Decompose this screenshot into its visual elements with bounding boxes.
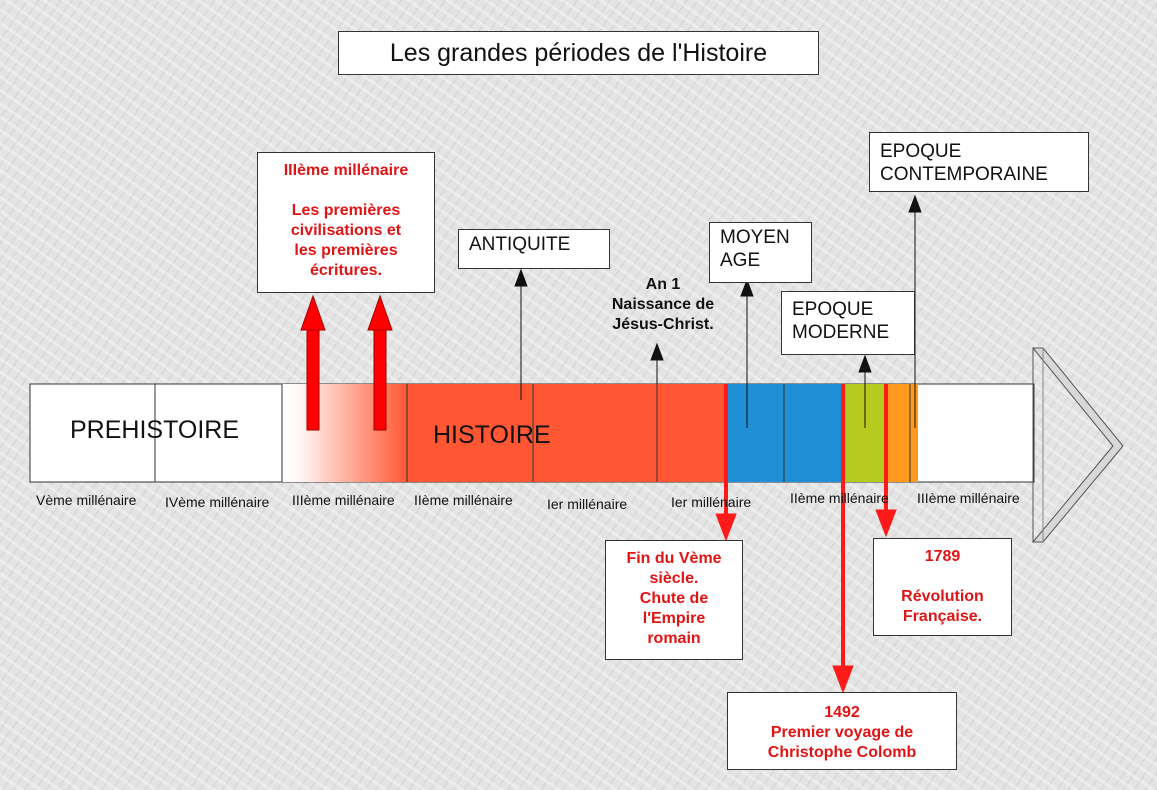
prehistory-segment <box>29 383 283 483</box>
moderne-arrow <box>858 354 872 428</box>
antiquite-arrow <box>514 268 528 400</box>
moyen-age-arrow <box>740 278 754 428</box>
contemporaine-arrow <box>908 194 922 428</box>
title-text: Les grandes périodes de l'Histoire <box>389 38 768 67</box>
contemporaine-line: CONTEMPORAINE <box>880 164 1048 185</box>
event-line: Française. <box>902 608 983 625</box>
civilisation-arrow-right <box>367 294 393 431</box>
event-line: Fin du Vème <box>626 550 722 567</box>
contemporaine-line: EPOQUE <box>880 141 962 162</box>
moyen-age-line: AGE <box>720 250 761 271</box>
an1-line: Jésus-Christ. <box>612 316 714 333</box>
prehistoire-label: PREHISTOIRE <box>70 416 240 444</box>
an1-label: An 1 Naissance de Jésus-Christ. <box>598 275 728 335</box>
civilisations-event-box: IIIème millénaire Les premières civilisa… <box>257 152 435 293</box>
epoque-moderne-box: EPOQUE MODERNE <box>781 291 915 355</box>
event-line: civilisations et <box>290 222 402 239</box>
moyen-age-box: MOYEN AGE <box>709 222 812 283</box>
timeline-arrow-head <box>1031 347 1124 543</box>
tick-label: IVème millénaire <box>165 494 270 510</box>
antiquite-box: ANTIQUITE <box>458 229 610 269</box>
event-line: Révolution <box>901 588 984 605</box>
moyen-age-line: MOYEN <box>720 227 790 248</box>
tick-label: Ier millénaire <box>671 494 752 510</box>
tick-label: IIème millénaire <box>414 492 513 508</box>
an1-line: Naissance de <box>611 296 715 313</box>
event-line <box>874 567 1011 587</box>
event-line: 1789 <box>924 548 961 565</box>
an1-arrow <box>650 342 664 384</box>
middle-ages-segment <box>727 384 843 482</box>
revolution-arrow <box>875 384 897 538</box>
rome-fall-arrow <box>715 384 737 542</box>
antiquite-label: ANTIQUITE <box>469 234 571 255</box>
tick-label: IIIème millénaire <box>917 490 1020 506</box>
event-line: 1492 <box>824 704 860 721</box>
moderne-line: MODERNE <box>792 322 890 343</box>
event-line: Chute de <box>639 590 709 607</box>
tick-label: IIIème millénaire <box>292 492 395 508</box>
event-line: Les premières <box>291 202 401 219</box>
antiquity-segment <box>407 384 727 482</box>
civilisation-arrow-left <box>300 294 326 431</box>
event-line: écritures. <box>309 262 383 279</box>
event-line: les premières <box>294 242 398 259</box>
page-title: Les grandes périodes de l'Histoire <box>338 31 819 75</box>
event-line: romain <box>647 630 701 647</box>
colomb-event-box: 1492 Premier voyage de Christophe Colomb <box>727 692 957 770</box>
rome-event-box: Fin du Vème siècle. Chute de l'Empire ro… <box>605 540 743 660</box>
event-line: IIIème millénaire <box>283 162 409 179</box>
transition-segment <box>282 384 408 482</box>
tick-label: IIème millénaire <box>790 490 889 506</box>
an1-line: An 1 <box>645 276 681 293</box>
event-line: Premier voyage de <box>770 724 914 741</box>
event-line: Christophe Colomb <box>767 744 917 761</box>
tick-label: Vème millénaire <box>36 492 137 508</box>
revolution-event-box: 1789 Révolution Française. <box>873 538 1012 636</box>
tick-label: Ier millénaire <box>547 496 628 512</box>
colomb-arrow <box>832 384 854 694</box>
epoque-contemporaine-box: EPOQUE CONTEMPORAINE <box>869 132 1089 192</box>
event-line: l'Empire <box>642 610 706 627</box>
moderne-line: EPOQUE <box>792 299 874 320</box>
histoire-label: HISTOIRE <box>433 421 551 449</box>
event-line <box>258 181 434 201</box>
event-line: siècle. <box>649 570 699 587</box>
millennium-dividers <box>154 384 911 482</box>
contemporary-segment <box>888 384 918 482</box>
